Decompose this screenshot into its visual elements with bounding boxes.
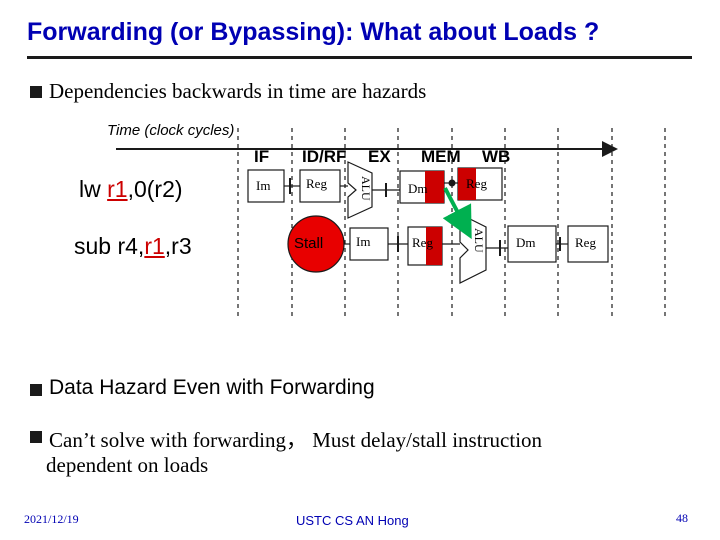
label-stall: Stall <box>294 235 324 252</box>
reg-sub-hazard-fill <box>426 227 442 265</box>
label-alu-lw: ALU <box>359 176 373 201</box>
footer-author: USTC CS AN Hong <box>296 513 409 528</box>
stage-label-ex: EX <box>368 147 391 166</box>
register-r1-src: r1 <box>144 233 165 259</box>
bullet-square-icon <box>30 384 42 396</box>
label-im-sub: Im <box>356 234 371 249</box>
bullet-cant-solve-cont: dependent on loads <box>46 453 209 477</box>
stage-label-mem: MEM <box>421 147 461 166</box>
bullet-data-hazard: Data Hazard Even with Forwarding <box>49 376 375 399</box>
im-box-sub <box>349 227 389 261</box>
wb-hazard-fill <box>458 168 476 200</box>
footer-date: 2021/12/19 <box>24 512 79 526</box>
register-r1-dest: r1 <box>107 176 128 202</box>
dm-hazard-fill <box>425 171 444 203</box>
slide-title: Forwarding (or Bypassing): What about Lo… <box>27 18 600 46</box>
bullet-dependencies: Dependencies backwards in time are hazar… <box>49 79 427 103</box>
title-divider <box>27 56 692 59</box>
bullet-square-icon <box>30 431 42 443</box>
stage-label-idrf: ID/RF <box>302 147 347 166</box>
label-dm-sub: Dm <box>516 235 536 250</box>
forward-junction <box>448 179 456 187</box>
label-reg-lw-wb: Reg <box>466 176 487 191</box>
stage-label-if: IF <box>254 147 270 166</box>
label-im-lw: Im <box>256 178 271 193</box>
stage-label-wb: WB <box>482 147 511 166</box>
time-axis-label: Time (clock cycles) <box>107 122 235 139</box>
label-alu-sub: ALU <box>472 228 486 253</box>
label-dm-lw: Dm <box>408 181 428 196</box>
instruction-sub: sub r4,r1,r3 <box>74 233 192 259</box>
page-number: 48 <box>676 511 688 525</box>
pipeline-row-sub <box>287 213 609 284</box>
alu-shape-lw <box>347 161 373 219</box>
label-reg-lw: Reg <box>306 176 327 191</box>
pipeline-row-lw <box>247 161 503 219</box>
forwarding-arrow <box>442 187 472 240</box>
instruction-lw: lw r1,0(r2) <box>79 176 183 202</box>
reg-box-sub-wb <box>567 225 609 263</box>
dm-box-sub <box>507 225 557 263</box>
label-reg-sub: Reg <box>412 235 433 250</box>
label-reg-sub-wb: Reg <box>575 235 596 250</box>
bullet-cant-solve: Can’t solve with forwarding， Must delay/… <box>49 428 543 452</box>
bullet-square-icon <box>30 86 42 98</box>
